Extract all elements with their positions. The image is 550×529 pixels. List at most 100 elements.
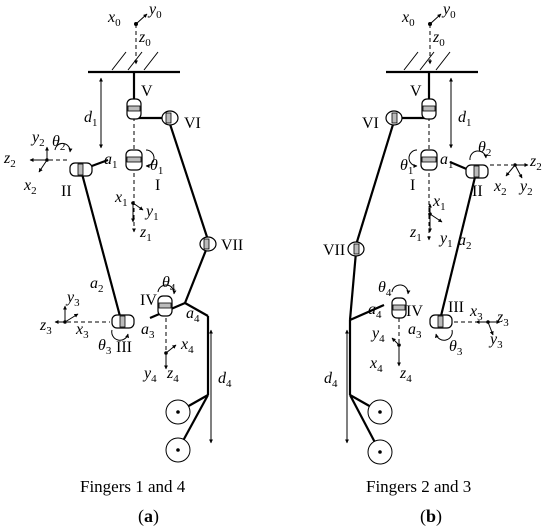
a4-label: a4 — [186, 305, 200, 325]
y0-label: y0 — [441, 1, 456, 21]
joint-iii-label: III — [116, 339, 132, 356]
z1-label: z1 — [139, 224, 152, 244]
y3-label: y3 — [488, 331, 503, 351]
a1-label: a1 — [440, 151, 454, 171]
panel-b-d4-dimension: d4 — [324, 329, 349, 444]
z2-label: z2 — [3, 150, 16, 170]
panel-b-joint-III: III — [429, 299, 464, 341]
z3-label: z3 — [39, 317, 52, 337]
z4-label: z4 — [399, 365, 412, 385]
x0-label: x0 — [401, 9, 415, 29]
joint-vi-label: VI — [184, 115, 201, 132]
joint-v-label: V — [141, 83, 153, 100]
z4-label: z4 — [166, 365, 179, 385]
panel-b-frame-2: z2 x2 y2 θ2 — [478, 139, 542, 198]
y2-label: y2 — [30, 129, 45, 149]
panel-a-joint-II: II — [61, 162, 93, 200]
a2-label: a2 — [90, 275, 104, 295]
joint-ii-label: II — [61, 183, 72, 200]
panel-b-frame-4: y4 x4 z4 θ4 a4 — [368, 279, 412, 385]
x3-label: x3 — [75, 321, 89, 341]
panel-a-joint-VII: VII — [199, 236, 243, 254]
panel-b-fingertips — [367, 399, 393, 465]
panel-b-frame-0: x0 y0 z0 — [401, 1, 456, 65]
y1-label: y1 — [438, 230, 453, 250]
panel-a-d4-dimension: d4 — [209, 329, 232, 444]
d4-label: d4 — [324, 370, 338, 390]
panel-a-frame-0: x0 y0 z0 — [107, 1, 162, 65]
panel-b-label: (b) — [420, 506, 442, 527]
joint-iv-label: IV — [140, 292, 157, 309]
theta2-label: θ2 — [52, 133, 65, 153]
z3-label: z3 — [496, 309, 509, 329]
theta1-label: θ1 — [400, 157, 413, 177]
panel-a-label: (a) — [138, 506, 159, 527]
joint-vi-label: VI — [362, 115, 379, 132]
panel-a-joint-VI: VI — [161, 110, 201, 132]
y0-label: y0 — [147, 1, 162, 21]
x4-label: x4 — [369, 355, 383, 375]
a4-label: a4 — [368, 301, 382, 321]
panel-a-frame-1: x1 y1 z1 a1 θ1 — [104, 151, 163, 244]
panel-a-diagram: x0 y0 z0 d1 V — [3, 1, 243, 527]
theta2-label: θ2 — [478, 139, 491, 159]
x2-label: x2 — [23, 177, 37, 197]
panel-b-links — [348, 72, 478, 453]
panel-b-joint-IV: IV — [391, 284, 423, 320]
a3-label: a3 — [141, 321, 155, 341]
joint-vii-label: VII — [323, 242, 345, 259]
y1-label: y1 — [144, 203, 159, 223]
panel-b-joint-II: II — [465, 150, 489, 200]
z1-label: z1 — [409, 224, 422, 244]
y4-label: y4 — [370, 325, 385, 345]
panel-b-frame-1: x1 y1 z1 a1 θ1 — [400, 151, 454, 250]
panel-a-caption: Fingers 1 and 4 — [80, 477, 186, 496]
panel-a-frame-2: y2 z2 x2 θ2 — [3, 129, 73, 197]
d4-label: d4 — [218, 370, 232, 390]
joint-v-label: V — [410, 83, 422, 100]
x2-label: x2 — [493, 178, 507, 198]
panel-a-joint-I: I — [125, 149, 160, 194]
x1-label: x1 — [432, 193, 446, 213]
joint-i-label: I — [410, 177, 415, 194]
panel-b-joint-V: V — [410, 83, 437, 120]
theta4-label: θ4 — [162, 274, 176, 294]
panel-b-joint-VI: VI — [362, 110, 403, 132]
d1-label: d1 — [458, 109, 472, 129]
x3-label: x3 — [469, 303, 483, 323]
panel-a-joint-IV: IV — [140, 284, 177, 317]
panel-b-d1-dimension: d1 — [449, 77, 472, 149]
joint-iv-label: IV — [406, 303, 423, 320]
panel-a-d1-dimension: d1 — [84, 77, 103, 149]
z2-label: z2 — [529, 153, 542, 173]
panel-a-joint-III: III — [111, 314, 135, 356]
y2-label: y2 — [518, 178, 533, 198]
z0-label: z0 — [432, 29, 445, 49]
x0-label: x0 — [107, 9, 121, 29]
theta4-label: θ4 — [378, 279, 392, 299]
panel-b-frame-3: x3 z3 y3 θ3 a3 — [408, 303, 509, 358]
panel-b-joint-I: I — [408, 149, 438, 194]
joint-i-label: I — [155, 177, 160, 194]
panel-a-frame-3: y3 z3 x3 θ3 a3 — [39, 289, 155, 357]
a1-label: a1 — [104, 151, 118, 171]
x1-label: x1 — [114, 189, 128, 209]
theta3-label: θ3 — [449, 338, 463, 358]
d1-label: d1 — [84, 109, 98, 129]
theta1-label: θ1 — [150, 157, 163, 177]
a3-label: a3 — [408, 321, 422, 341]
panel-a-frame-4: x4 y4 z4 θ4 a4 — [142, 274, 200, 385]
panel-b-caption: Fingers 2 and 3 — [366, 477, 471, 496]
panel-b-diagram: x0 y0 z0 d1 V V — [323, 1, 542, 527]
x4-label: x4 — [180, 336, 194, 356]
joint-iii-label: III — [448, 299, 464, 316]
joint-ii-label: II — [472, 183, 483, 200]
theta3-label: θ3 — [98, 337, 112, 357]
panel-a-joint-V: V — [126, 83, 153, 120]
a2-label: a2 — [458, 232, 472, 252]
y3-label: y3 — [65, 289, 80, 309]
panel-b-joint-VII: VII — [323, 241, 365, 259]
panel-a-fingertips — [165, 399, 191, 463]
panel-b-ground — [386, 51, 478, 74]
